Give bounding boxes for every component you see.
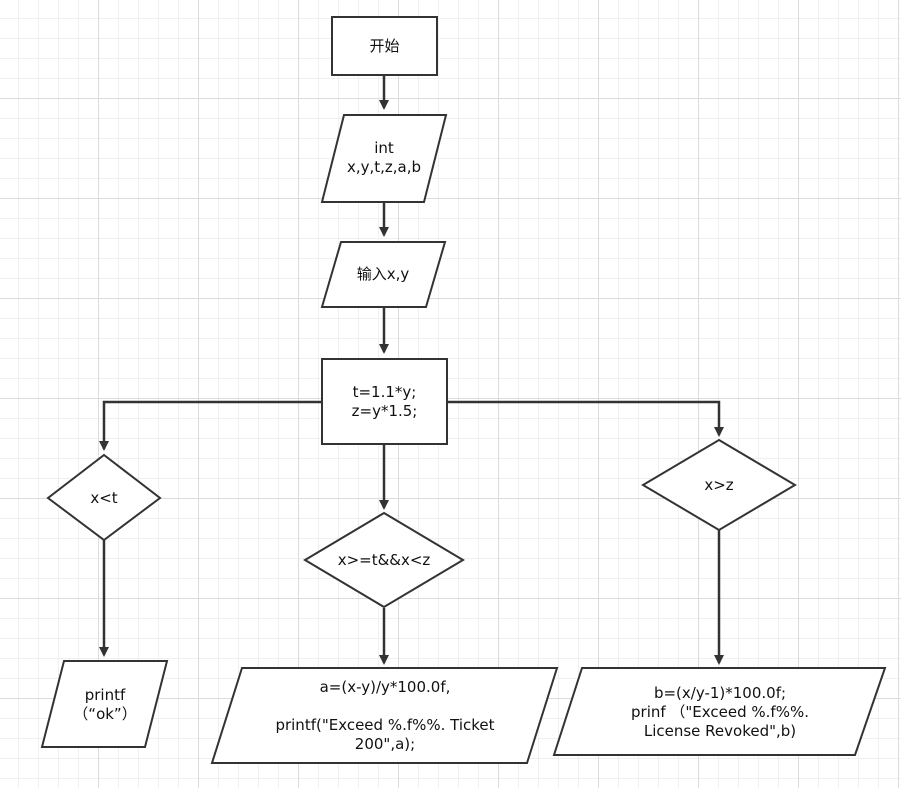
declare-node[interactable]	[320, 114, 448, 203]
out-mid-label: a=(x-y)/y*100.0f, printf("Exceed %.f%%. …	[275, 678, 495, 753]
out-mid-node[interactable]	[210, 667, 559, 764]
compute-label: t=1.1*y; z=y*1.5;	[351, 383, 418, 420]
compute-node[interactable]	[321, 358, 448, 445]
declare-label: int x,y,t,z,a,b	[346, 139, 422, 176]
cond-left-label: x<t	[90, 488, 118, 507]
cond-mid-label: x>=t&&x<z	[337, 550, 431, 569]
out-right-label: b=(x/y-1)*100.0f; prinf （"Exceed %.f%%. …	[631, 683, 809, 740]
cond-right-label: x>z	[704, 475, 734, 494]
input-label: 输入x,y	[356, 264, 410, 283]
cond-left-node[interactable]	[46, 453, 162, 542]
out-right-node[interactable]	[552, 667, 887, 756]
edge-compute-cond-right	[447, 400, 724, 437]
out-left-label: printf （“ok”）	[73, 686, 137, 723]
start-label: 开始	[369, 36, 400, 55]
input-node[interactable]	[320, 241, 447, 308]
edge-compute-cond-left	[99, 400, 322, 451]
cond-right-node[interactable]	[641, 438, 797, 532]
start-node[interactable]	[331, 16, 438, 76]
out-left-node[interactable]	[40, 660, 169, 748]
cond-mid-node[interactable]	[303, 511, 465, 609]
